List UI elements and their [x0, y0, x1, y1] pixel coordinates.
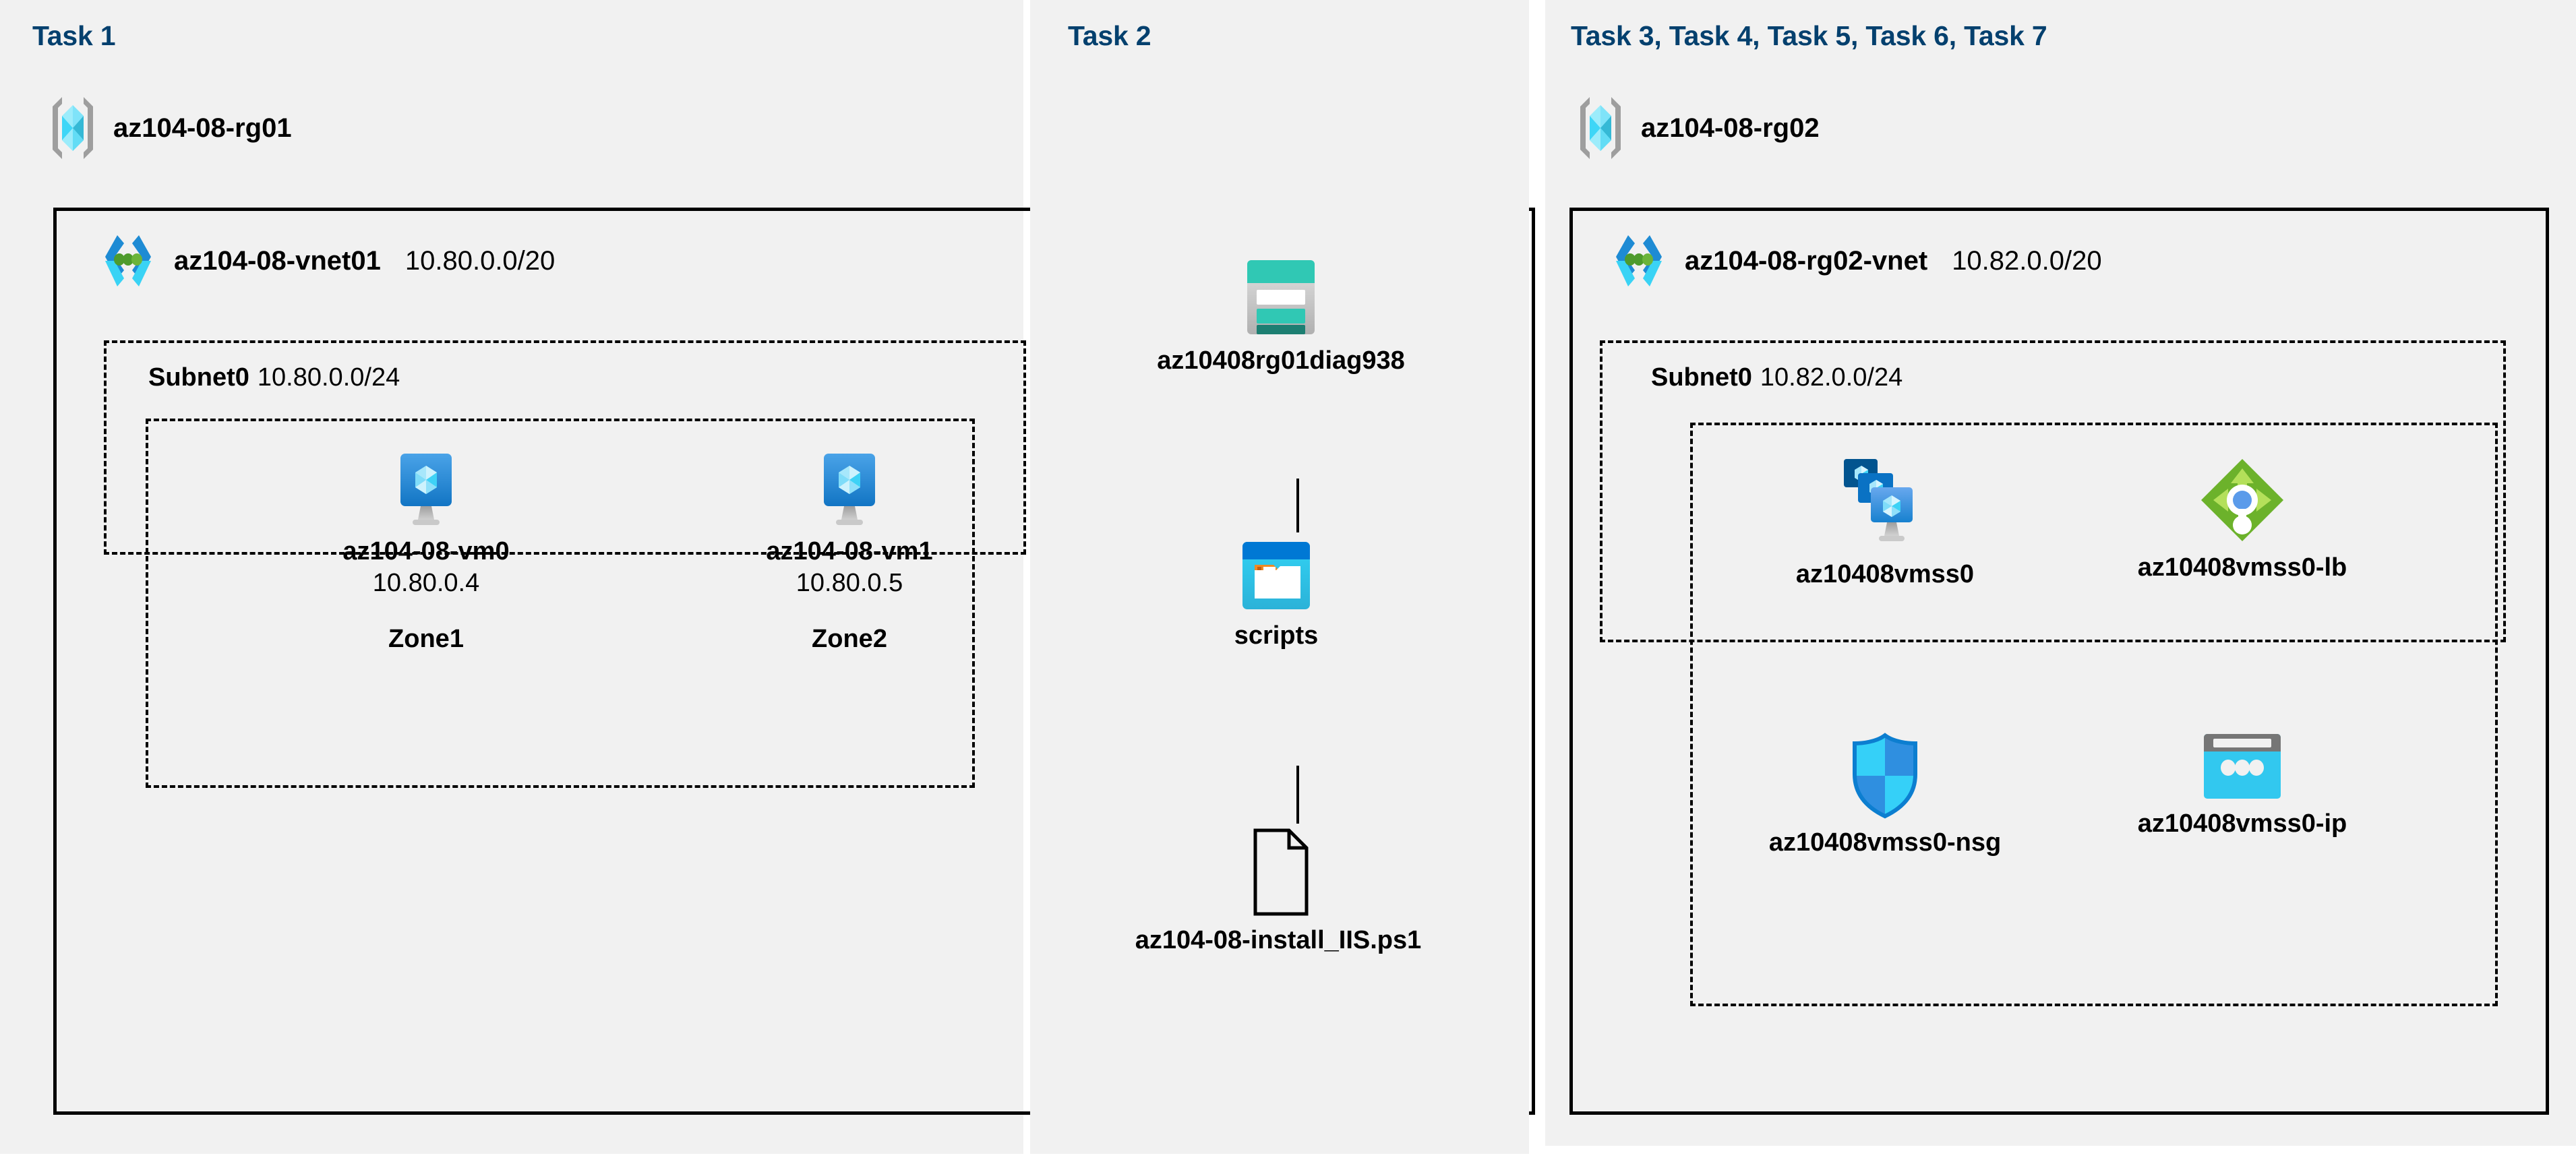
vnet-name: az104-08-vnet01	[174, 245, 381, 276]
virtual-network-icon	[1608, 230, 1670, 292]
subnet-boundary-subnet0: Subnet0 10.82.0.0/24	[1600, 340, 2506, 1006]
network-security-group[interactable]: az10408vmss0-nsg	[1740, 733, 2030, 857]
subnet-name: Subnet0	[1651, 363, 1752, 392]
vnet-header: az104-08-vnet01 10.80.0.0/20	[97, 230, 555, 292]
virtual-machine-icon	[813, 452, 886, 528]
load-balancer-icon	[2198, 456, 2286, 544]
vm-ip: 10.80.0.5	[796, 569, 903, 597]
vm-name: az104-08-vm0	[342, 537, 510, 565]
script-file-name: az104-08-install_IIS.ps1	[1135, 926, 1422, 954]
task-panel-1	[0, 0, 1023, 1154]
vm-zone: Zone1	[388, 625, 464, 653]
resource-group-rg01: az104-08-rg01	[49, 94, 292, 162]
vm-scale-set-name: az10408vmss0	[1795, 560, 1975, 588]
vnet-cidr: 10.82.0.0/20	[1952, 245, 2102, 276]
subnet-header: Subnet0 10.80.0.0/24	[148, 363, 400, 392]
vm-ip: 10.80.0.4	[372, 569, 480, 597]
task-panel-3	[1545, 0, 2576, 1146]
vnet-name: az104-08-rg02-vnet	[1685, 245, 1928, 276]
storage-account-name: az10408rg01diag938	[1157, 346, 1405, 375]
resource-group-icon	[1576, 94, 1625, 162]
task-label-1: Task 1	[32, 20, 116, 51]
load-balancer-name: az10408vmss0-lb	[2137, 553, 2347, 582]
blob-container-icon	[1240, 539, 1313, 612]
task-label-3: Task 3, Task 4, Task 5, Task 6, Task 7	[1571, 20, 2047, 51]
availability-zone-boundary: az104-08-vm0 10.80.0.4 Zone1	[146, 419, 975, 788]
connector-container-to-file	[1296, 766, 1299, 824]
vm-scale-set[interactable]: az10408vmss0	[1740, 456, 2030, 589]
virtual-machine-vm0[interactable]: az104-08-vm0 10.80.0.4 Zone1	[284, 452, 568, 654]
connector-storage-to-container	[1296, 479, 1299, 532]
public-ip-address-name: az10408vmss0-ip	[2137, 809, 2347, 838]
vm-name: az104-08-vm1	[766, 537, 933, 565]
resource-group-rg02: az104-08-rg02	[1576, 94, 1820, 162]
virtual-machine-vm1[interactable]: az104-08-vm1 10.80.0.5 Zone2	[708, 452, 991, 654]
network-security-group-name: az10408vmss0-nsg	[1768, 828, 2002, 857]
resource-group-icon	[49, 94, 97, 162]
vnet-boundary-rg02-vnet: az104-08-rg02-vnet 10.82.0.0/20 Subnet0 1…	[1569, 208, 2549, 1115]
public-ip-address-icon	[2201, 733, 2283, 800]
resource-group-name: az104-08-rg02	[1641, 113, 1820, 143]
task-label-2: Task 2	[1068, 20, 1151, 51]
virtual-machine-icon	[390, 452, 462, 528]
vnet-boundary-vnet01: az104-08-vnet01 10.80.0.0/20 Subnet0 10.8…	[53, 208, 1535, 1115]
network-security-group-icon	[1848, 733, 1922, 819]
blob-container[interactable]: scripts	[1165, 539, 1387, 650]
subnet-name: Subnet0	[148, 363, 249, 392]
subnet-header: Subnet0 10.82.0.0/24	[1651, 363, 1903, 392]
file-icon	[1242, 828, 1315, 917]
subnet-boundary-subnet0: Subnet0 10.80.0.0/24	[104, 340, 1026, 788]
subnet-cidr: 10.80.0.0/24	[257, 363, 400, 392]
vnet-cidr: 10.80.0.0/20	[405, 245, 556, 276]
virtual-network-icon	[97, 230, 159, 292]
storage-account[interactable]: az10408rg01diag938	[1133, 257, 1429, 375]
script-file[interactable]: az104-08-install_IIS.ps1	[1103, 828, 1454, 955]
vm-zone: Zone2	[812, 625, 887, 653]
load-balancer[interactable]: az10408vmss0-lb	[2097, 456, 2387, 582]
resource-group-name: az104-08-rg01	[113, 113, 292, 143]
public-ip-address[interactable]: az10408vmss0-ip	[2097, 733, 2387, 838]
vnet-header: az104-08-rg02-vnet 10.82.0.0/20	[1608, 230, 2102, 292]
vm-scale-set-icon	[1834, 456, 1936, 551]
vmss-resource-boundary: az10408vmss0	[1690, 423, 2498, 1006]
blob-container-name: scripts	[1234, 621, 1319, 650]
storage-account-icon	[1245, 257, 1317, 337]
subnet-cidr: 10.82.0.0/24	[1760, 363, 1903, 392]
